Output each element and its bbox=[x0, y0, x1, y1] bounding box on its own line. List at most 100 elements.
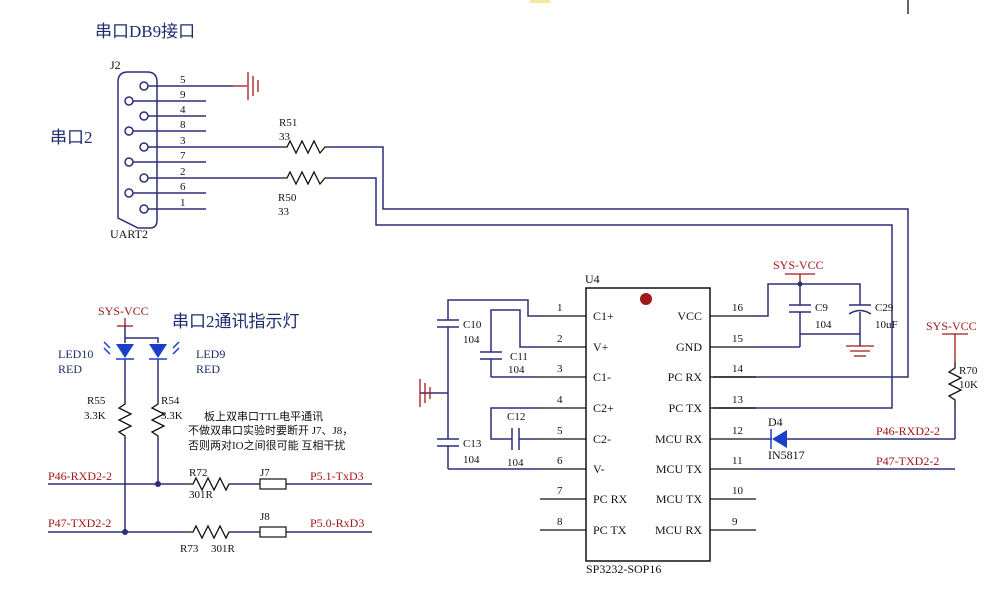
net-label-p47-left: P47-TXD2-2 bbox=[48, 516, 111, 530]
db9-pin-label: 4 bbox=[180, 104, 186, 116]
resistor-r54: R54 3.3K bbox=[150, 395, 183, 440]
svg-text:MCU TX: MCU TX bbox=[656, 462, 702, 476]
capacitor-c29: C29 10uF bbox=[848, 302, 898, 331]
svg-text:V+: V+ bbox=[593, 340, 609, 354]
svg-text:C11: C11 bbox=[510, 351, 528, 363]
ground-symbol-right bbox=[846, 345, 874, 357]
svg-text:6: 6 bbox=[557, 455, 563, 467]
db9-pin-label: 8 bbox=[180, 119, 186, 131]
svg-text:10uF: 10uF bbox=[875, 319, 898, 331]
svg-text:104: 104 bbox=[507, 457, 524, 469]
svg-text:GND: GND bbox=[676, 340, 702, 354]
svg-text:C1+: C1+ bbox=[593, 309, 614, 323]
svg-text:9: 9 bbox=[732, 516, 738, 528]
led9: LED9 RED bbox=[149, 341, 225, 376]
power-label-led: SYS-VCC bbox=[98, 304, 149, 318]
svg-text:104: 104 bbox=[508, 364, 525, 376]
svg-text:C2-: C2- bbox=[593, 432, 611, 446]
svg-text:R51: R51 bbox=[279, 117, 297, 129]
r70-power-rail bbox=[942, 333, 968, 362]
resistor-r72: R72 301R bbox=[187, 467, 233, 501]
led-wires bbox=[124, 326, 159, 532]
svg-text:R54: R54 bbox=[161, 395, 180, 407]
junction-dot bbox=[155, 481, 161, 487]
net-label-p46-left: P46-RXD2-2 bbox=[48, 469, 112, 483]
svg-text:R50: R50 bbox=[278, 192, 297, 204]
svg-text:12: 12 bbox=[732, 425, 743, 437]
jumper-j7: J7 P5.1-TxD3 bbox=[259, 467, 364, 490]
note-text: 板上双串口TTL电平通讯 不做双串口实验时要断开 J7、J8， 否则两对IO之间… bbox=[188, 409, 353, 452]
svg-text:7: 7 bbox=[557, 485, 563, 497]
svg-text:P5.1-TxD3: P5.1-TxD3 bbox=[310, 469, 364, 483]
svg-text:C29: C29 bbox=[875, 302, 894, 314]
capacitor-c10: C10 104 bbox=[437, 319, 482, 346]
db9-ref: J2 bbox=[110, 58, 121, 72]
svg-text:C9: C9 bbox=[815, 302, 828, 314]
db9-pin-label: 5 bbox=[180, 74, 186, 86]
led-power-rail bbox=[117, 318, 133, 327]
db9-pin-label: 9 bbox=[180, 89, 186, 101]
svg-text:MCU RX: MCU RX bbox=[655, 432, 702, 446]
svg-text:15: 15 bbox=[732, 333, 744, 345]
svg-text:10: 10 bbox=[732, 485, 744, 497]
svg-text:R55: R55 bbox=[87, 395, 106, 407]
power-label-ic: SYS-VCC bbox=[773, 258, 824, 272]
svg-text:5: 5 bbox=[557, 425, 563, 437]
jumper-j8: J8 P5.0-RxD3 bbox=[259, 511, 364, 538]
resistor-r70: R70 10K bbox=[947, 362, 978, 410]
svg-text:R73: R73 bbox=[180, 543, 199, 555]
svg-text:IN5817: IN5817 bbox=[768, 448, 805, 462]
svg-text:4: 4 bbox=[557, 394, 563, 406]
resistor-r73: R73 301R bbox=[180, 524, 236, 555]
capacitor-c9: C9 104 bbox=[789, 302, 832, 331]
db9-name: UART2 bbox=[110, 227, 148, 241]
capacitor-c11: C11 104 bbox=[480, 351, 528, 376]
resistor-r50: R50 33 bbox=[278, 170, 331, 218]
capacitor-c13: C13 104 bbox=[437, 438, 482, 466]
db9-pin-label: 3 bbox=[180, 135, 186, 147]
svg-text:V-: V- bbox=[593, 462, 605, 476]
power-label-r70: SYS-VCC bbox=[926, 319, 977, 333]
svg-text:10K: 10K bbox=[959, 379, 978, 391]
capacitor-c12: C12 104 bbox=[507, 411, 525, 469]
svg-text:RED: RED bbox=[58, 362, 82, 376]
decoupling-wires bbox=[756, 283, 861, 348]
svg-text:R72: R72 bbox=[189, 467, 207, 479]
svg-text:LED10: LED10 bbox=[58, 347, 93, 361]
ic-body bbox=[585, 287, 711, 562]
ic-ref: U4 bbox=[585, 272, 600, 286]
uart-ttl-wires bbox=[48, 483, 372, 533]
svg-text:2: 2 bbox=[557, 333, 563, 345]
svg-text:13: 13 bbox=[732, 394, 744, 406]
svg-text:3.3K: 3.3K bbox=[161, 410, 183, 422]
db9-pin-label: 6 bbox=[180, 181, 186, 193]
svg-text:R70: R70 bbox=[959, 365, 978, 377]
svg-text:MCU TX: MCU TX bbox=[656, 492, 702, 506]
db9-pin-label: 7 bbox=[180, 150, 186, 162]
ground-symbol-db9 bbox=[233, 72, 259, 100]
svg-text:16: 16 bbox=[732, 302, 744, 314]
net-label-p46-right: P46-RXD2-2 bbox=[876, 424, 940, 438]
svg-text:301R: 301R bbox=[189, 489, 214, 501]
led10: LED10 RED bbox=[58, 341, 134, 376]
svg-text:1: 1 bbox=[557, 302, 563, 314]
ic-right-pins: 16 15 14 13 12 11 10 9 VCC GND PC RX PC … bbox=[655, 302, 756, 537]
svg-text:D4: D4 bbox=[768, 415, 783, 429]
svg-text:11: 11 bbox=[732, 455, 743, 467]
svg-text:板上双串口TTL电平通讯: 板上双串口TTL电平通讯 bbox=[204, 409, 323, 423]
db9-connector-shell bbox=[117, 71, 158, 229]
svg-text:PC TX: PC TX bbox=[669, 401, 703, 415]
svg-text:P5.0-RxD3: P5.0-RxD3 bbox=[310, 516, 364, 530]
db9-pin-label: 2 bbox=[180, 166, 186, 178]
svg-text:33: 33 bbox=[279, 131, 291, 143]
port-label: 串口2 bbox=[50, 128, 93, 147]
svg-text:VCC: VCC bbox=[677, 309, 702, 323]
ic-left-pins: 1 2 3 4 5 6 7 8 C1+ V+ C1- C2+ C2- V- PC… bbox=[540, 302, 628, 537]
diode-d4: D4 IN5817 bbox=[768, 415, 805, 462]
svg-text:14: 14 bbox=[732, 363, 744, 375]
junction-dot bbox=[122, 529, 128, 535]
svg-text:RED: RED bbox=[196, 362, 220, 376]
led-section-title: 串口2通讯指示灯 bbox=[172, 312, 300, 331]
resistor-r51: R51 33 bbox=[279, 117, 331, 155]
